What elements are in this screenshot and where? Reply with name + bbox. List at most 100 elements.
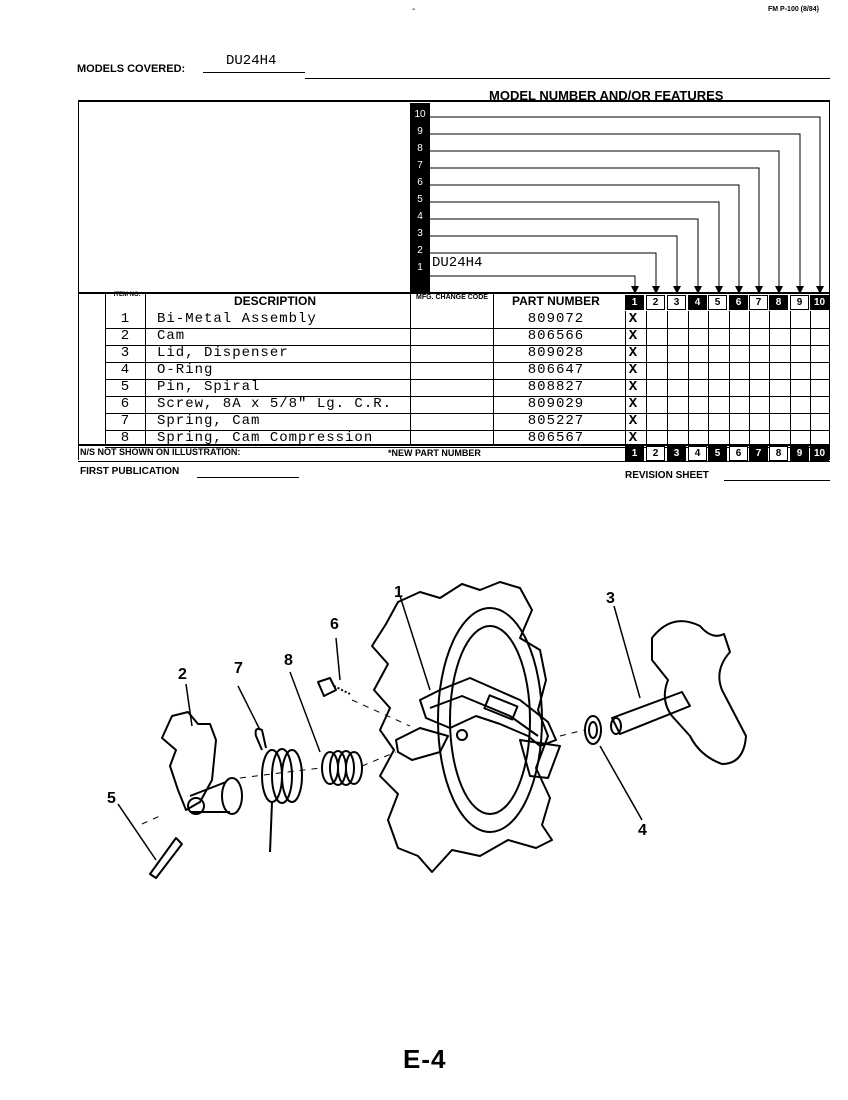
description-header: DESCRIPTION: [234, 294, 317, 308]
callout-8: 8: [284, 652, 293, 669]
grid-column-line: [729, 311, 730, 444]
row-underline: [105, 328, 830, 329]
model-row-label: 2: [417, 245, 423, 256]
grid-column-line: [708, 311, 709, 444]
callout-5: 5: [107, 790, 116, 807]
description-cell: Cam: [157, 328, 186, 344]
grid-column-line: [810, 311, 811, 444]
description-cell: Spring, Cam Compression: [157, 430, 374, 446]
item-number-cell: 2: [120, 328, 130, 344]
model-row-label: 4: [417, 211, 423, 222]
grid-column-line: [688, 311, 689, 444]
column-number: 6: [729, 295, 748, 310]
model-1-mark-cell: X: [628, 345, 638, 361]
wing-paddle: [651, 620, 747, 765]
model-1-mark-cell: X: [628, 413, 638, 429]
table-bottom-line: [78, 461, 830, 462]
column-number: 9: [790, 446, 809, 461]
part-number-cell: 808827: [527, 379, 585, 395]
model-row-label: 10: [414, 109, 426, 120]
part-number-cell: 806647: [527, 362, 585, 378]
col-line-4: [493, 292, 494, 444]
table-left-border: [78, 100, 79, 460]
description-cell: Lid, Dispenser: [157, 345, 289, 361]
column-number: 2: [646, 446, 665, 461]
exploded-parts-diagram: [117, 581, 747, 879]
model-1-mark-cell: X: [628, 430, 638, 446]
model-1-mark-cell: X: [628, 379, 638, 395]
description-cell: O-Ring: [157, 362, 214, 378]
table-top-border: [78, 100, 830, 102]
dispenser-lid-outline: [371, 581, 553, 873]
model-1-mark-cell: X: [628, 328, 638, 344]
row-underline: [105, 362, 830, 363]
spiral-pin: [149, 837, 183, 879]
model-row-label: 9: [417, 126, 423, 137]
description-cell: Pin, Spiral: [157, 379, 261, 395]
item-number-cell: 4: [120, 362, 130, 378]
inner-plate: [437, 607, 543, 833]
table-row: 5 Pin, Spiral 808827 X: [0, 379, 848, 397]
column-number: 7: [749, 295, 768, 310]
item-number-cell: 8: [120, 430, 130, 446]
model-1-mark-cell: X: [628, 311, 638, 327]
description-cell: Spring, Cam: [157, 413, 261, 429]
row-underline: [105, 413, 830, 414]
model-row-label: 6: [417, 177, 423, 188]
column-number: 5: [708, 295, 727, 310]
col-line-1: [105, 292, 106, 444]
item-number-cell: 3: [120, 345, 130, 361]
column-number: 4: [688, 295, 707, 310]
model-1-mark-cell: X: [628, 396, 638, 412]
callout-1: 1: [394, 584, 403, 601]
bi-metal-assembly: [419, 677, 557, 747]
column-number: 3: [667, 295, 686, 310]
column-number: 2: [646, 295, 665, 310]
part-number-cell: 805227: [527, 413, 585, 429]
row-underline: [105, 396, 830, 397]
column-number: 6: [729, 446, 748, 461]
row-underline: [105, 447, 830, 448]
callout-7: 7: [234, 660, 243, 677]
model-1-mark-cell: X: [628, 362, 638, 378]
model-row-label: 5: [417, 194, 423, 205]
part-number-cell: 809029: [527, 396, 585, 412]
row-underline: [105, 430, 830, 431]
column-number: 7: [749, 446, 768, 461]
description-cell: Bi-Metal Assembly: [157, 311, 317, 327]
column-number: 10: [810, 446, 829, 461]
header-top-line: [78, 292, 830, 294]
callout-6: 6: [330, 616, 339, 633]
models-underline: [203, 72, 305, 73]
cam-spring: [254, 727, 303, 853]
features-title: MODEL NUMBER AND/OR FEATURES: [489, 88, 724, 103]
revision-sheet-label: REVISION SHEET: [625, 470, 709, 481]
table-right-border: [829, 100, 830, 460]
model-1-value: DU24H4: [432, 255, 483, 271]
row-underline: [105, 379, 830, 380]
o-ring: [584, 715, 602, 745]
model-row-label: 1: [417, 262, 423, 273]
models-covered-value: DU24H4: [226, 53, 277, 69]
form-number: FM P-100 (8/84): [768, 6, 819, 13]
grid-column-line: [646, 311, 647, 444]
item-number-cell: 5: [120, 379, 130, 395]
item-number-cell: 7: [120, 413, 130, 429]
revision-sheet-line: [724, 480, 830, 481]
mfg-change-code-header: MFG. CHANGE CODE: [416, 294, 488, 301]
model-row-label: 7: [417, 160, 423, 171]
ns-not-shown-label: N/S NOT SHOWN ON ILLUSTRATION:: [80, 447, 241, 457]
models-covered-label: MODELS COVERED:: [77, 63, 186, 75]
item-number-cell: 6: [120, 396, 130, 412]
col-line-2: [145, 292, 146, 444]
page-number: E-4: [403, 1044, 447, 1074]
grid-column-line: [769, 311, 770, 444]
item-no-header: ITEM NO.: [113, 292, 141, 298]
model-number-column: [410, 103, 430, 293]
grid-column-line: [625, 311, 626, 444]
item-number-cell: 1: [120, 311, 130, 327]
